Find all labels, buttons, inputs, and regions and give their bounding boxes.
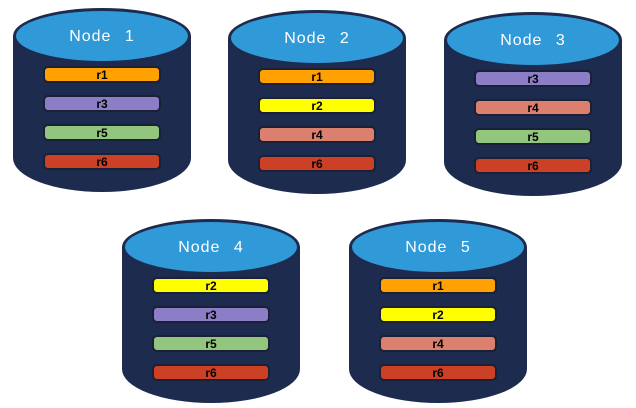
replica-label: r5 bbox=[96, 125, 108, 140]
replica-bar-r4: r4 bbox=[379, 335, 497, 352]
replica-label: r4 bbox=[311, 127, 323, 142]
replica-list: r1 r2 r4 r6 bbox=[228, 68, 406, 172]
replica-list: r1 r3 r5 r6 bbox=[13, 66, 191, 170]
replica-bar-r4: r4 bbox=[474, 99, 592, 116]
replica-label: r2 bbox=[432, 307, 444, 322]
node-cylinder-5: Node 5 r1 r2 r4 r6 bbox=[349, 219, 527, 403]
replica-label: r6 bbox=[432, 365, 444, 380]
replica-bar-r1: r1 bbox=[379, 277, 497, 294]
node-title: Node 2 bbox=[284, 30, 350, 47]
replica-label: r1 bbox=[311, 69, 323, 84]
node-cylinder-1: Node 1 r1 r3 r5 r6 bbox=[13, 8, 191, 192]
node-cylinder-4: Node 4 r2 r3 r5 r6 bbox=[122, 219, 300, 403]
replica-label: r3 bbox=[96, 96, 108, 111]
node-title: Node 4 bbox=[178, 239, 244, 256]
replica-bar-r6: r6 bbox=[43, 153, 161, 170]
replica-bar-r5: r5 bbox=[152, 335, 270, 352]
replica-label: r3 bbox=[205, 307, 217, 322]
replica-label: r5 bbox=[205, 336, 217, 351]
node-title: Node 3 bbox=[500, 32, 566, 49]
replica-bar-r2: r2 bbox=[258, 97, 376, 114]
replica-bar-r3: r3 bbox=[152, 306, 270, 323]
replica-label: r4 bbox=[432, 336, 444, 351]
cylinder-top-ellipse: Node 4 bbox=[122, 219, 300, 275]
replica-label: r3 bbox=[527, 71, 539, 86]
replica-bar-r4: r4 bbox=[258, 126, 376, 143]
replica-label: r6 bbox=[527, 158, 539, 173]
replica-bar-r2: r2 bbox=[152, 277, 270, 294]
replica-bar-r1: r1 bbox=[258, 68, 376, 85]
cylinder-top-ellipse: Node 2 bbox=[228, 10, 406, 66]
replica-bar-r1: r1 bbox=[43, 66, 161, 83]
replica-label: r6 bbox=[311, 156, 323, 171]
replica-label: r4 bbox=[527, 100, 539, 115]
replica-label: r6 bbox=[96, 154, 108, 169]
cylinder-top-ellipse: Node 1 bbox=[13, 8, 191, 64]
node-cylinder-3: Node 3 r3 r4 r5 r6 bbox=[444, 12, 622, 196]
replica-label: r6 bbox=[205, 365, 217, 380]
replica-bar-r3: r3 bbox=[474, 70, 592, 87]
replica-bar-r5: r5 bbox=[474, 128, 592, 145]
replica-list: r2 r3 r5 r6 bbox=[122, 277, 300, 381]
node-cylinder-2: Node 2 r1 r2 r4 r6 bbox=[228, 10, 406, 194]
node-title: Node 1 bbox=[69, 28, 135, 45]
replica-bar-r6: r6 bbox=[258, 155, 376, 172]
replica-bar-r5: r5 bbox=[43, 124, 161, 141]
replica-bar-r6: r6 bbox=[474, 157, 592, 174]
cylinder-top-ellipse: Node 5 bbox=[349, 219, 527, 275]
replica-list: r1 r2 r4 r6 bbox=[349, 277, 527, 381]
replica-list: r3 r4 r5 r6 bbox=[444, 70, 622, 174]
replica-label: r2 bbox=[311, 98, 323, 113]
replica-bar-r6: r6 bbox=[152, 364, 270, 381]
replica-label: r5 bbox=[527, 129, 539, 144]
cylinder-top-ellipse: Node 3 bbox=[444, 12, 622, 68]
replica-label: r2 bbox=[205, 278, 217, 293]
replica-bar-r2: r2 bbox=[379, 306, 497, 323]
replica-label: r1 bbox=[432, 278, 444, 293]
replica-label: r1 bbox=[96, 67, 108, 82]
replica-bar-r3: r3 bbox=[43, 95, 161, 112]
replica-bar-r6: r6 bbox=[379, 364, 497, 381]
node-title: Node 5 bbox=[405, 239, 471, 256]
